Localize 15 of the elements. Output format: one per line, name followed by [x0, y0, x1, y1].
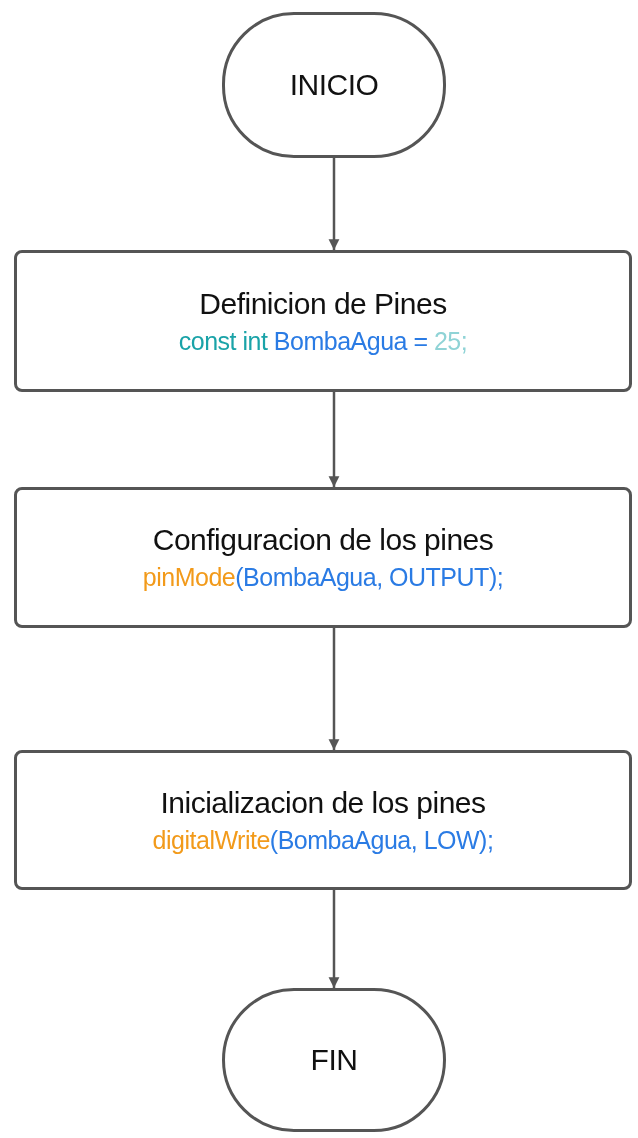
- process-box: [14, 250, 632, 392]
- arrow: [328, 628, 340, 751]
- step-title: Configuracion de los pines: [152, 523, 494, 557]
- step-title: Definicion de Pines: [199, 286, 447, 321]
- process-box: [14, 750, 632, 890]
- terminator-label: FIN: [310, 1043, 358, 1077]
- step-title: Inicializacion de los pines: [160, 785, 486, 820]
- code-line: digitalWrite(BombaAgua, LOW);: [152, 825, 494, 855]
- arrow: [328, 392, 340, 488]
- terminator-label: INICIO: [289, 68, 379, 102]
- code-line: const int BombaAgua = 25;: [178, 326, 468, 356]
- arrow: [328, 158, 340, 251]
- code-line: pinMode(BombaAgua, OUTPUT);: [142, 563, 504, 592]
- process-box: [14, 487, 632, 628]
- arrow: [328, 890, 340, 989]
